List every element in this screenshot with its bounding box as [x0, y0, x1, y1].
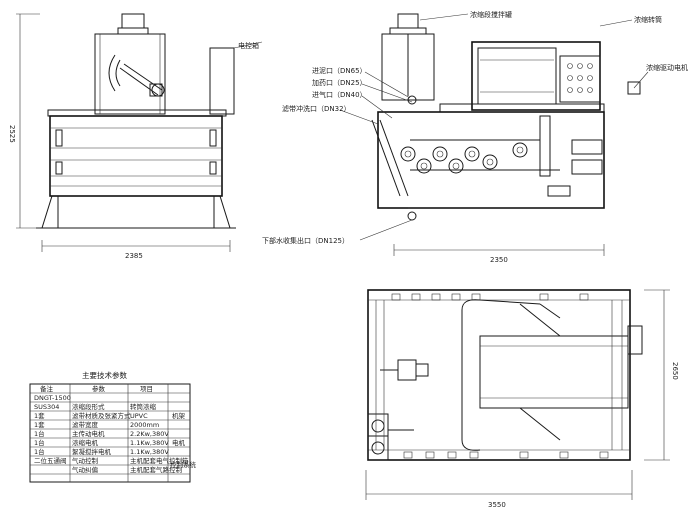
spec-row-5-param: 1.1Kw,380V — [130, 439, 169, 447]
spec-row-6-item: 絮凝搅拌电机 — [72, 447, 112, 456]
spec-row-2-param: UPVC — [130, 412, 148, 420]
spec-header-item: 项目 — [140, 385, 153, 393]
front-height-dim: 2525 — [8, 125, 16, 143]
side-width-dim: 2350 — [490, 256, 508, 264]
spec-row-2-item: 滤带材质及张紧方式 — [72, 411, 131, 420]
spec-row-4-item: 主传动电机 — [72, 429, 105, 438]
spec-group-frame: 机架 — [172, 411, 186, 420]
spec-row-1-note: SUS304 — [34, 403, 59, 411]
callout-motor: 浓缩驱动电机 — [646, 63, 688, 72]
top-bolt-row — [391, 293, 589, 301]
callout-drain-outlet: 下部水收集出口（DN125） — [262, 236, 349, 245]
spec-row-8-item: 气动纠偏 — [72, 465, 99, 474]
spec-row-6-param: 1.1Kw,380V — [130, 448, 169, 456]
callout-control-box: 电控箱 — [238, 41, 259, 50]
spec-row-8-param: 主机配套气路控制 — [130, 465, 183, 474]
callout-wash-inlet: 滤带冲洗口（DN32） — [282, 104, 351, 113]
side-view — [339, 13, 649, 256]
spec-header-param: 参数 — [92, 384, 106, 393]
spec-row-7-item: 气动控制 — [72, 456, 99, 465]
press-rollers — [400, 142, 528, 174]
spec-group-control: 控制系统 — [170, 460, 197, 469]
spec-row-3-item: 滤带宽度 — [72, 420, 99, 429]
callout-drum: 浓缩转筒 — [634, 15, 662, 24]
spec-row-5-note: 1台 — [34, 438, 45, 447]
spec-row-1-item: 浓缩段形式 — [72, 402, 105, 411]
spec-row-4-param: 2.2Kw,380V — [130, 430, 169, 438]
callout-air-inlet: 进气口（DN40） — [312, 90, 367, 99]
bottom-bolt-row — [403, 451, 609, 459]
top-height-dim: 2650 — [671, 362, 679, 380]
spec-table-title: 主要技术参数 — [82, 370, 127, 380]
spec-table — [29, 383, 191, 483]
spec-row-3-note: 1套 — [34, 420, 45, 429]
spec-group-motor: 电机 — [172, 438, 186, 447]
spec-row-7-param: 主机配套电气控制箱 — [130, 456, 189, 465]
spec-row-5-item: 浓缩电机 — [72, 438, 99, 447]
spec-row-4-note: 1台 — [34, 429, 45, 438]
top-view — [365, 289, 670, 500]
spec-row-1-param: 转筒浓缩 — [130, 402, 157, 411]
front-view — [16, 13, 263, 252]
spec-header-note: 备注 — [40, 384, 54, 393]
spec-row-7-note: 二位五通阀 — [34, 456, 67, 465]
callout-agitator: 浓缩段搅拌罐 — [470, 10, 512, 19]
spec-row-6-note: 1台 — [34, 447, 45, 456]
top-width-dim: 3550 — [488, 501, 506, 509]
spec-row-2-note: 1套 — [34, 411, 45, 420]
spec-row-0-note: DNGT-1500 — [34, 394, 71, 402]
control-panel-buttons — [567, 63, 593, 93]
spec-row-3-param: 2000mm — [130, 421, 159, 429]
callout-sludge-inlet: 进泥口（DN65） — [312, 67, 367, 75]
front-width-dim: 2385 — [125, 252, 143, 260]
callout-dosing-inlet: 加药口（DN25） — [312, 78, 367, 87]
